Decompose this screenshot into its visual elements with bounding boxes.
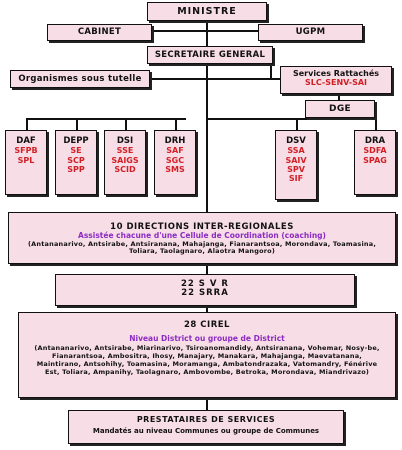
prestataires-box: PRESTATAIRES DE SERVICES Mandatés au niv…	[68, 410, 344, 444]
cirel-title: 28 CIREL	[184, 320, 230, 330]
cirel-box: 28 CIREL Niveau District ou groupe de Di…	[18, 312, 396, 398]
secretaire-general-box: SECRETAIRE GENERAL	[147, 46, 273, 64]
cabinet-box: CABINET	[47, 24, 152, 41]
connector-dsv	[296, 118, 298, 130]
prestataires-sub: Mandatés au niveau Communes ou groupe de…	[92, 426, 320, 435]
services-title: Services Rattachés	[292, 69, 380, 78]
services-rattaches-box: Services Rattachés SLC-SENV-SAI	[280, 66, 392, 94]
directions-inter-regionales-box: 10 DIRECTIONS INTER-REGIONALES Assistée …	[8, 212, 396, 264]
dsv-item: SIF	[288, 173, 304, 183]
svr-box: 22 S V R 22 SRRA	[55, 274, 355, 306]
connector-dge-horizontal	[206, 118, 376, 120]
dsi-item: SCID	[114, 164, 136, 174]
direction-drh: DRH SAF SGC SMS	[154, 130, 196, 195]
direction-daf: DAF SFPB SPL	[5, 130, 47, 195]
depp-title: DEPP	[63, 136, 89, 146]
daf-item: SFPB	[14, 146, 38, 156]
cirel-subtitle: Niveau District ou groupe de District	[129, 334, 285, 344]
daf-title: DAF	[16, 136, 36, 146]
connector-cabinet-ugpm	[120, 30, 295, 32]
dsv-item: SSA	[287, 146, 305, 156]
dra-title: DRA	[364, 136, 386, 146]
dsv-title: DSV	[286, 136, 306, 146]
dsi-item: SAIGS	[111, 155, 139, 165]
connector-organismes-services	[150, 78, 280, 80]
direction-dsi: DSI SSE SAIGS SCID	[104, 130, 146, 195]
depp-item: SPP	[67, 164, 85, 174]
organismes-box: Organismes sous tutelle	[10, 70, 150, 88]
connector-dsi	[125, 118, 127, 130]
dsi-title: DSI	[116, 136, 134, 146]
ugpm-box: UGPM	[258, 24, 363, 41]
depp-item: SE	[70, 146, 82, 156]
dra-item: SDFA	[363, 146, 387, 156]
connector-spine	[206, 20, 208, 212]
direction-dra: DRA SDFA SPAG	[354, 130, 396, 195]
dir-inter-subtitle: Assistée chacune d'une Cellule de Coordi…	[78, 231, 326, 241]
connector-depp	[76, 118, 78, 130]
connector-dge-vertical	[338, 90, 340, 102]
dir-inter-title: 10 DIRECTIONS INTER-REGIONALES	[110, 222, 294, 232]
cirel-cities: (Antananarivo, Antsirabe, Miarinarivo, T…	[34, 343, 380, 376]
connector-daf	[26, 118, 28, 130]
prestataires-title: PRESTATAIRES DE SERVICES	[136, 415, 276, 424]
dge-box: DGE	[305, 100, 375, 118]
ministre-box: MINISTRE	[147, 2, 267, 21]
drh-item: SMS	[165, 164, 185, 174]
direction-dsv: DSV SSA SAIV SPV SIF	[275, 130, 317, 200]
dsv-item: SPV	[287, 164, 305, 174]
connector-sg-services	[270, 63, 272, 79]
connector-dra	[375, 118, 377, 130]
drh-item: SGC	[165, 155, 185, 165]
drh-title: DRH	[164, 136, 186, 146]
dra-item: SPAG	[363, 155, 387, 165]
services-sub: SLC-SENV-SAI	[304, 77, 367, 87]
drh-item: SAF	[166, 146, 184, 156]
daf-item: SPL	[17, 155, 35, 165]
dsi-item: SSE	[116, 146, 134, 156]
svr-line1: 22 S V R	[181, 279, 229, 289]
connector-drh	[175, 118, 177, 130]
svr-line2: 22 SRRA	[181, 288, 229, 299]
dir-inter-cities: (Antananarivo, Antsirabe, Antsiranana, M…	[28, 239, 376, 255]
direction-depp: DEPP SE SCP SPP	[55, 130, 97, 195]
depp-item: SCP	[67, 155, 85, 165]
dsv-item: SAIV	[285, 155, 307, 165]
connector-directions-top	[26, 118, 186, 120]
